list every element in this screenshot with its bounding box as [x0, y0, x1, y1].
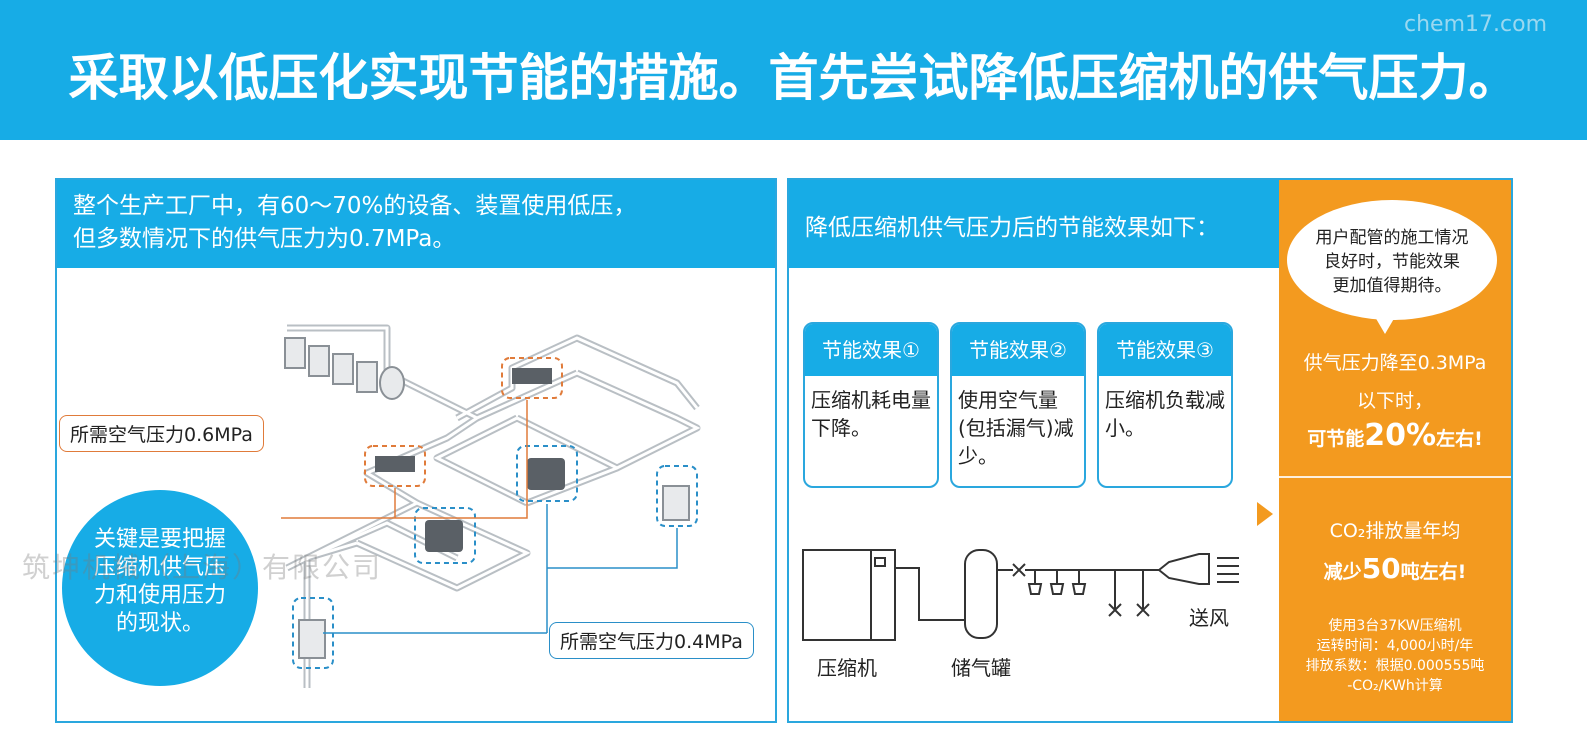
effect-card-body: 压缩机耗电量下降。 [811, 388, 931, 440]
saving-result: 可节能20%左右! [1279, 418, 1511, 453]
air-supply-label: 送风 [1189, 606, 1229, 630]
bubble-line-2: 良好时，节能效果 [1324, 252, 1460, 272]
piping-diagram [281, 324, 701, 688]
compressor-flow-diagram [802, 549, 1239, 641]
key-line-4: 的现状。 [115, 611, 204, 636]
key-point-circle: 关键是要把握 压缩机供气压 力和使用压力 的现状。 [62, 490, 258, 686]
result-column: 用户配管的施工情况 良好时，节能效果 更加值得期待。 供气压力降至0.3MPa … [1279, 180, 1511, 721]
effect-card-3: 节能效果③ 压缩机负载减小。 [1097, 322, 1233, 488]
note-line-4: -CO₂/KWh计算 [1347, 678, 1443, 694]
effect-card-title: 节能效果② [952, 324, 1084, 376]
tank-icon [964, 549, 998, 639]
pressure-label-low: 所需空气压力0.4MPa [549, 622, 754, 659]
header-banner: 采取以低压化实现节能的措施。首先尝试降低压缩机的供气压力。 chem17.com [0, 0, 1587, 140]
page-title: 采取以低压化实现节能的措施。首先尝试降低压缩机的供气压力。 [68, 49, 1519, 107]
speech-bubble: 用户配管的施工情况 良好时，节能效果 更加值得期待。 [1287, 200, 1497, 320]
key-line-3: 力和使用压力 [93, 583, 226, 608]
left-panel: 整个生产工厂中，有60～70%的设备、装置使用低压， 但多数情况下的供气压力为0… [55, 178, 777, 723]
effect-card-1: 节能效果① 压缩机耗电量下降。 [803, 322, 939, 488]
effect-card-2: 节能效果② 使用空气量(包括漏气)减少。 [950, 322, 1086, 488]
right-panel: 降低压缩机供气压力后的节能效果如下： 节能效果① 压缩机耗电量下降。 节能效果②… [787, 178, 1513, 723]
bubble-line-3: 更加值得期待。 [1332, 276, 1452, 296]
note-line-1: 使用3台37KW压缩机 [1328, 618, 1462, 634]
right-panel-heading: 降低压缩机供气压力后的节能效果如下： [789, 180, 1279, 268]
compressor-icon [802, 549, 896, 641]
left-panel-heading: 整个生产工厂中，有60～70%的设备、装置使用低压， 但多数情况下的供气压力为0… [57, 180, 775, 268]
bubble-tail [1371, 310, 1399, 334]
divider [1279, 476, 1511, 478]
co2-prefix: 减少 [1323, 561, 1362, 583]
effect-card-body: 压缩机负载减小。 [1105, 388, 1225, 440]
left-heading-line2: 但多数情况下的供气压力为0.7MPa。 [73, 226, 456, 252]
saving-prefix: 可节能 [1307, 428, 1365, 450]
co2-suffix: 吨左右! [1400, 561, 1467, 583]
note-line-2: 运转时间：4,000小时/年 [1316, 638, 1474, 654]
bubble-line-1: 用户配管的施工情况 [1315, 228, 1469, 248]
note-line-3: 排放系数：根据0.000555吨 [1305, 658, 1485, 674]
key-line-2: 压缩机供气压 [93, 555, 226, 580]
co2-heading: CO₂排放量年均 [1329, 520, 1461, 542]
effect-card-title: 节能效果③ [1099, 324, 1231, 376]
pressure-label-high: 所需空气压力0.6MPa [59, 415, 264, 452]
key-line-1: 关键是要把握 [93, 527, 226, 552]
tank-label: 储气罐 [951, 656, 1011, 680]
compressor-label: 压缩机 [817, 656, 877, 680]
watermark-top: chem17.com [1404, 12, 1547, 37]
effect-card-body: 使用空气量(包括漏气)减少。 [958, 388, 1074, 468]
saving-percent: 20% [1364, 418, 1437, 453]
effect-card-title: 节能效果① [805, 324, 937, 376]
pressure-target: 供气压力降至0.3MPa [1303, 352, 1487, 374]
watermark-bottom: 筑坤机械（上海）有限公司 [22, 551, 383, 584]
co2-amount: 50 [1361, 552, 1401, 585]
saving-suffix: 左右! [1436, 428, 1483, 450]
left-heading-line1: 整个生产工厂中，有60～70%的设备、装置使用低压， [73, 193, 637, 219]
arrow-right-icon [1257, 502, 1273, 526]
pressure-target-suffix: 以下时， [1356, 390, 1433, 412]
co2-result: 减少50吨左右! [1279, 552, 1511, 585]
